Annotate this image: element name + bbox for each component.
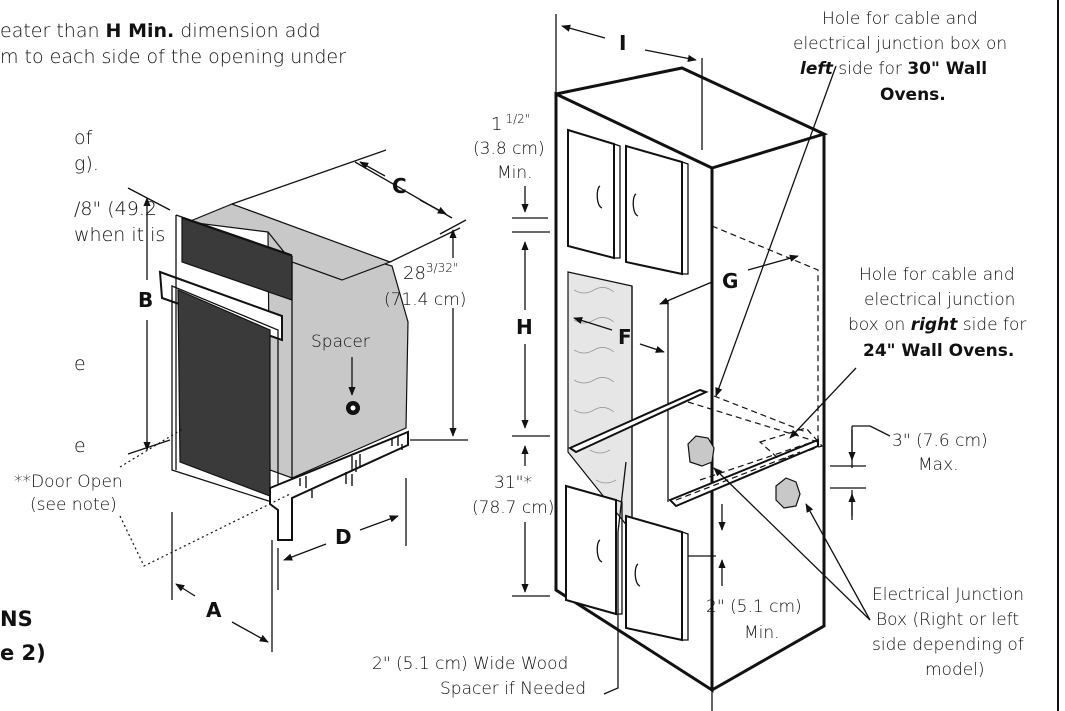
spacer-label: Spacer [311,332,370,352]
section-heading-1: NS [0,607,33,631]
top-gap-min: Min. [497,163,533,183]
section-heading-2: e 2) [0,641,46,665]
text-line-4: g). [74,153,99,175]
text-line-1: eater than H Min. dimension add [0,20,321,42]
svg-text:Hole for cable and: Hole for cable and [822,9,978,29]
text-line-8: e [74,435,86,457]
text-line-3: of [74,127,93,149]
dimension-i: I [619,31,626,55]
left-text-block: eater than H Min. dimension add m to eac… [0,20,346,665]
dimension-f: F [618,325,632,349]
wall-oven-drawing: Spacer C B 283/32" (71.4 cm) **Door Open… [14,149,468,652]
cavity-shelf [668,438,819,508]
cabinet-right-side [711,134,826,692]
text-line-6: when it is [74,224,165,246]
door-open-label: **Door Open [14,472,123,492]
wood-spacer-label-1: 2" (5.1 cm) Wide Wood [372,654,568,674]
wood-spacer-label-2: Spacer if Needed [440,679,586,699]
callout-hole-30: Hole for cable and electrical junction b… [793,9,1007,105]
door-open-note: (see note) [30,495,117,515]
junction-box-right [775,477,801,509]
upper-door-left-handle [596,185,603,209]
lower-door-left-handle [596,539,603,563]
oven-bottom-plate [269,430,409,541]
dimension-a: A [206,598,222,622]
junction-box-left [687,435,715,467]
svg-text:electrical junction: electrical junction [864,290,1015,310]
lower-door-right [625,514,683,642]
text-line-5: /8" (49.2 [74,198,157,220]
dimension-h: H [516,315,533,339]
svg-text:Ovens.: Ovens. [880,85,946,105]
dimension-c: C [392,174,407,198]
lower-door-left [565,484,617,616]
svg-text:Hole for cable and: Hole for cable and [859,265,1015,285]
text-line-7: e [74,353,86,375]
upper-door-left [567,128,615,260]
dimension-b: B [138,288,153,312]
max-gap-label: 3" (7.6 cm) [892,431,988,451]
svg-text:box on right side for: box on right side for [848,315,1026,335]
callout-junction-box: Electrical Junction Box (Right or left s… [872,585,1024,680]
svg-text:model): model) [925,660,985,680]
upper-door-right-handle [632,193,639,217]
oven-height-label: 283/32" [403,261,458,284]
text-line-2: m to each side of the opening under [0,46,346,68]
svg-text:24" Wall Ovens.: 24" Wall Ovens. [863,341,1014,361]
dimension-d: D [335,525,352,549]
bottom-height-label: 31"* [494,473,532,493]
oven-electrical-markings [299,436,403,498]
svg-text:electrical junction box on: electrical junction box on [793,34,1007,54]
lower-door-right-handle [634,563,641,587]
oven-height-cm: (71.4 cm) [384,290,466,310]
wood-spacer [567,388,709,454]
svg-text:Box (Right or left: Box (Right or left [876,610,1019,630]
max-gap-max: Max. [918,455,959,475]
top-gap-cm: (3.8 cm) [473,139,545,159]
bottom-gap-label: 2" (5.1 cm) [706,597,802,617]
svg-text:left side for 30" Wall: left side for 30" Wall [800,59,987,79]
bottom-gap-min: Min. [744,623,780,643]
bottom-height-cm: (78.7 cm) [472,498,554,518]
svg-text:side depending of: side depending of [872,635,1024,655]
svg-text:Electrical Junction: Electrical Junction [872,585,1024,605]
dimension-g: G [722,269,738,293]
cabinet-top [555,66,829,170]
callout-hole-24: Hole for cable and electrical junction b… [848,265,1026,361]
